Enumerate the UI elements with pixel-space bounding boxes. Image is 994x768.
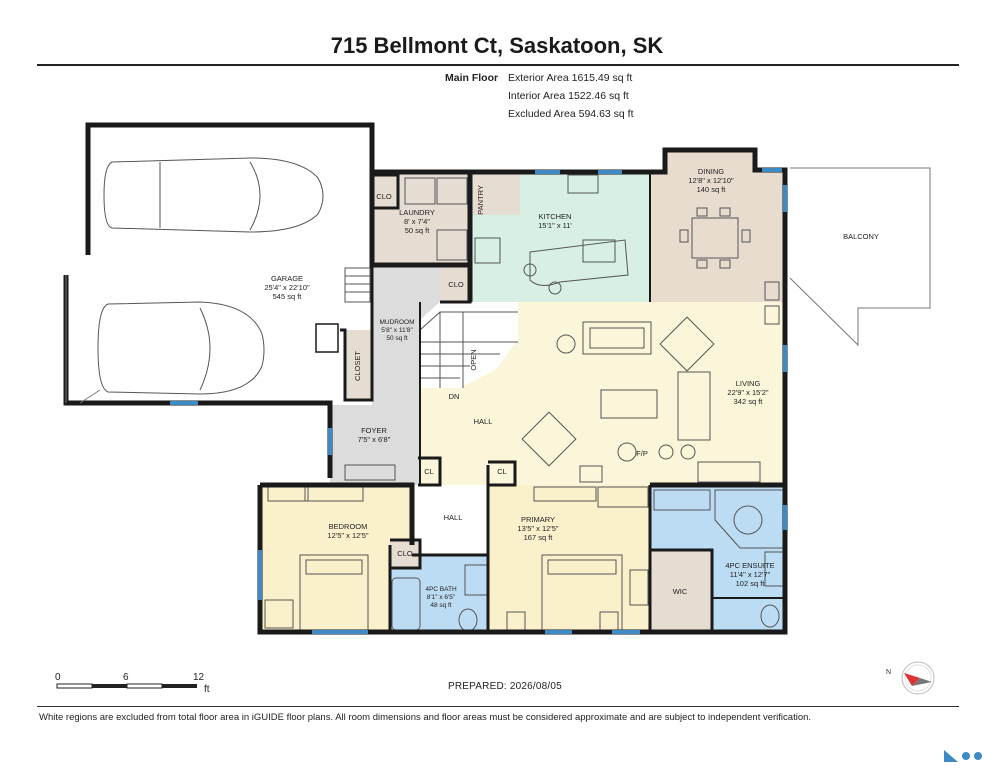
hall-small-floor (412, 485, 488, 555)
foyer-name: FOYER (361, 426, 387, 435)
scale-tick-12: 12 (193, 672, 205, 683)
scale-segment-2 (92, 684, 127, 688)
clo-laundry-floor (372, 175, 398, 208)
laundry-area: 50 sq ft (405, 226, 431, 235)
dining-name: DINING (698, 167, 724, 176)
cl2-name: CL (497, 467, 507, 476)
clo-bed-name: CLO (397, 549, 413, 558)
truck-icon (103, 157, 324, 233)
clo-laundry-name: CLO (376, 192, 392, 201)
ensuite-name: 4PC ENSUITE (725, 561, 774, 570)
footer-divider (37, 706, 959, 707)
dining-table (691, 217, 739, 259)
bath-name: 4PC BATH (425, 586, 457, 593)
scale-segment-4 (162, 684, 197, 688)
garage-area: 545 sq ft (273, 292, 303, 301)
living-name: LIVING (736, 379, 761, 388)
prepared-date: PREPARED: 2026/08/05 (448, 681, 562, 692)
garage-name: GARAGE (271, 274, 303, 283)
dining-floor (650, 150, 785, 302)
mudroom-area: 50 sq ft (386, 335, 408, 342)
stairs (419, 311, 518, 388)
compass-north-label: N (886, 669, 891, 676)
hall-small-name: HALL (444, 513, 463, 522)
sofa (582, 321, 652, 355)
windows (170, 168, 787, 634)
bedroom-floor (260, 485, 412, 630)
corner-tub (714, 489, 784, 549)
foyer-floor (330, 405, 420, 485)
compass-icon: N (886, 661, 935, 695)
dn-name: DN (449, 392, 460, 401)
laundry-dims: 8' x 7'4" (404, 217, 430, 226)
brand-badge-icon (944, 750, 982, 762)
pantry-name: PANTRY (476, 185, 485, 215)
dining-area: 140 sq ft (697, 185, 727, 194)
mudroom-name: MUDROOM (379, 319, 414, 326)
room-fills (88, 128, 785, 632)
ensuite-floor (650, 485, 785, 632)
hall-main-name: HALL (474, 417, 493, 426)
scale-tick-0: 0 (55, 672, 61, 683)
kitchen-island (529, 239, 629, 286)
ensuite-dims: 11'4" x 12'7" (730, 570, 771, 579)
scale-segment-1 (56, 683, 93, 689)
fixtures (97, 157, 784, 633)
room-labels: GARAGE 25'4" x 22'10" 545 sq ft LAUNDRY … (264, 167, 879, 609)
kitchen-dims: 15'1" x 11' (538, 221, 572, 230)
primary-name: PRIMARY (521, 515, 555, 524)
closet-floor (345, 330, 372, 400)
closet-name: CLOSET (353, 351, 362, 381)
mudroom-floor (372, 265, 440, 405)
scale-unit: ft (204, 684, 210, 695)
excluded-area: Excluded Area 594.63 sq ft (508, 108, 634, 120)
cl1-name: CL (424, 467, 434, 476)
floor-label: Main Floor (445, 72, 499, 84)
bath-area: 48 sq ft (430, 602, 452, 609)
dining-dims: 12'8" x 12'10" (688, 176, 734, 185)
bedroom-name: BEDROOM (329, 522, 368, 531)
open-name: OPEN (469, 349, 478, 370)
sofa-2 (677, 371, 711, 441)
garage-dims: 25'4" x 22'10" (264, 283, 310, 292)
garage-details (65, 275, 339, 404)
interior-area: Interior Area 1522.46 sq ft (508, 90, 629, 102)
mudroom-dims: 5'8" x 11'8" (381, 327, 413, 334)
living-dims: 22'9" x 15'2" (727, 388, 768, 397)
fp-name: F/P (636, 449, 648, 458)
title-divider (37, 64, 959, 66)
primary-dims: 13'5" x 12'5" (517, 524, 558, 533)
exterior-area: Exterior Area 1615.49 sq ft (508, 72, 633, 84)
clo-mud-name: CLO (448, 280, 464, 289)
clo-bed-floor (390, 540, 420, 568)
wic-floor (650, 550, 712, 632)
bedroom-dims: 12'5" x 12'5" (327, 531, 368, 540)
bath-floor (390, 555, 488, 632)
scale-tick-6: 6 (123, 672, 129, 683)
wic-name: WIC (673, 587, 688, 596)
primary-area: 167 sq ft (524, 533, 554, 542)
scale-bar: 0 6 12 ft (55, 672, 210, 695)
pantry-floor (470, 172, 520, 215)
balcony-outline (789, 167, 931, 347)
bath-dims: 8'1" x 6'5" (427, 594, 456, 601)
balcony-name: BALCONY (843, 232, 879, 241)
garage-floor (88, 128, 366, 403)
primary-floor (488, 485, 650, 632)
clo-mud-floor (440, 265, 470, 302)
car-icon (97, 301, 265, 395)
footer-note: White regions are excluded from total fl… (39, 712, 812, 723)
kitchen-name: KITCHEN (539, 212, 572, 221)
page-title: 715 Bellmont Ct, Saskatoon, SK (330, 33, 664, 58)
living-area: 342 sq ft (734, 397, 764, 406)
ensuite-area: 102 sq ft (736, 579, 766, 588)
scale-segment-3 (126, 683, 163, 689)
laundry-name: LAUNDRY (399, 208, 435, 217)
foyer-dims: 7'5" x 6'8" (358, 435, 391, 444)
